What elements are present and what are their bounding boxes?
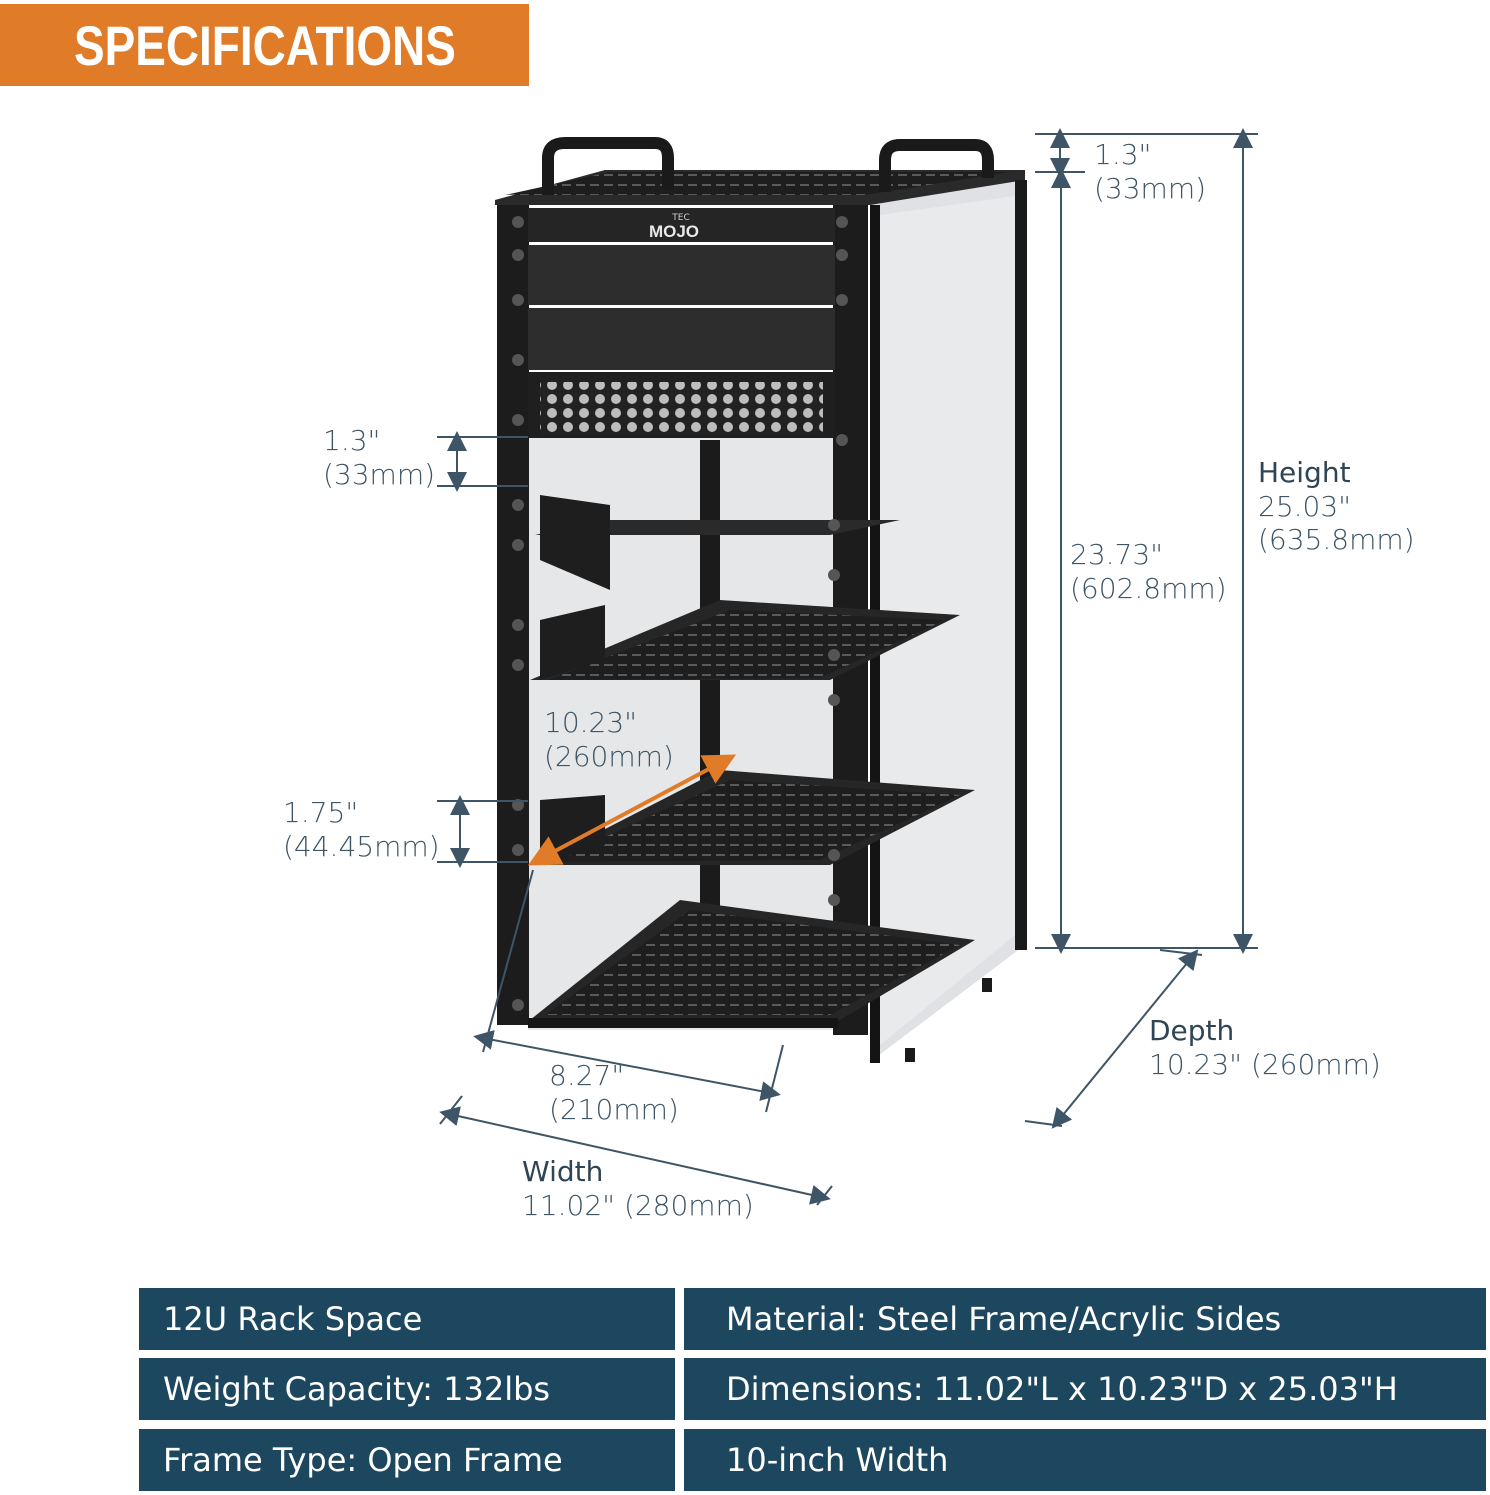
spec-material: Material: Steel Frame/Acrylic Sides bbox=[684, 1288, 1486, 1350]
spec-rack-space: 12U Rack Space bbox=[139, 1288, 675, 1350]
logo-prefix: TEC bbox=[671, 213, 689, 223]
height-label: Height 25.03" (635.8mm) bbox=[1258, 456, 1415, 557]
spec-width: 10-inch Width bbox=[684, 1429, 1486, 1491]
spec-weight-capacity: Weight Capacity: 132lbs bbox=[139, 1358, 675, 1420]
spec-frame-type: Frame Type: Open Frame bbox=[139, 1429, 675, 1491]
product-logo: MOJO bbox=[649, 222, 699, 241]
spacer-gap-label: 1.3" (33mm) bbox=[323, 424, 436, 491]
width-label: Width 11.02" (280mm) bbox=[522, 1155, 754, 1222]
shelf-depth-arrow bbox=[527, 754, 737, 866]
inner-width-label: 8.27" (210mm) bbox=[549, 1059, 679, 1126]
rack-body bbox=[495, 137, 1027, 1063]
rack-unit-label: 1.75" (44.45mm) bbox=[283, 796, 440, 863]
banner-title: SPECIFICATIONS bbox=[74, 13, 456, 77]
depth-label: Depth 10.23" (260mm) bbox=[1149, 1014, 1381, 1081]
shelf-depth-label: 10.23" (260mm) bbox=[544, 706, 674, 773]
top-clearance-label: 1.3" (33mm) bbox=[1094, 138, 1207, 205]
dimension-lines bbox=[437, 128, 1258, 1206]
spec-dimensions: Dimensions: 11.02"L x 10.23"D x 25.03"H bbox=[684, 1358, 1486, 1420]
inner-height-label: 23.73" (602.8mm) bbox=[1070, 538, 1227, 605]
specifications-banner: SPECIFICATIONS bbox=[0, 4, 529, 86]
rack-illustration: TEC MOJO bbox=[437, 128, 1258, 1206]
